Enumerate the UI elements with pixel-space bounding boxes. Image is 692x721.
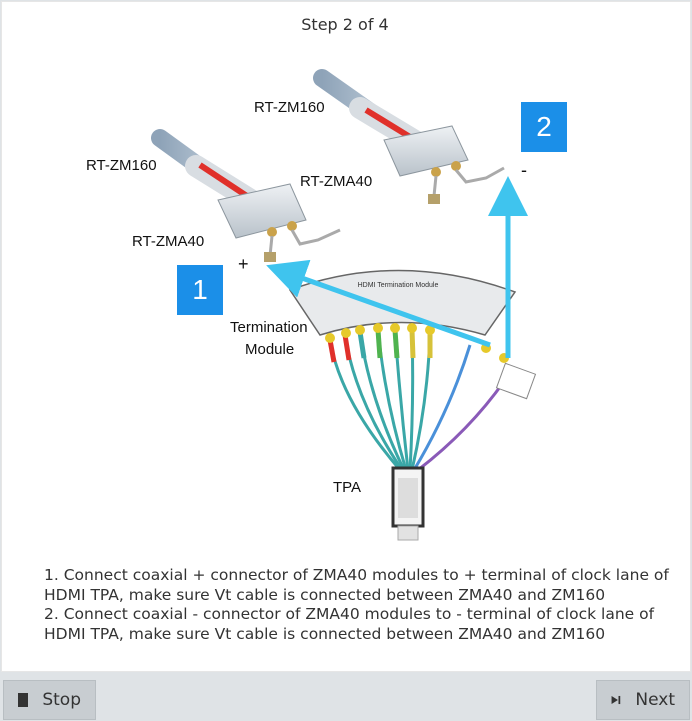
step-marker-2: 2 [521, 102, 567, 152]
tpa-device [391, 466, 425, 541]
probe-2-label: RT-ZM160 [254, 99, 325, 116]
probe-2 [313, 69, 505, 204]
instructions: 1. Connect coaxial + connector of ZMA40 … [44, 566, 684, 644]
tpa-label: TPA [333, 479, 362, 496]
termination-module-text: HDMI Termination Module [358, 282, 439, 289]
skip-next-icon [611, 695, 621, 705]
probe-1 [151, 129, 341, 262]
next-button-label: Next [635, 690, 675, 710]
next-button[interactable]: Next [596, 680, 690, 720]
plus-sign: + [238, 254, 249, 274]
termination-module: HDMI Termination Module [288, 269, 537, 472]
stop-square-icon [18, 693, 29, 707]
termination-label-line1: Termination [230, 319, 308, 336]
connection-diagram: HDMI Termination Module [151, 69, 537, 541]
arrow-plus [266, 259, 491, 348]
step-indicator: Step 2 of 4 [301, 15, 389, 34]
connection-arrows [266, 176, 528, 358]
minus-sign: - [521, 160, 527, 180]
module-1-label: RT-ZMA40 [132, 233, 205, 250]
stop-button-label: Stop [42, 690, 81, 710]
instruction-1: 1. Connect coaxial + connector of ZMA40 … [44, 566, 669, 604]
probe-1-label: RT-ZM160 [86, 157, 157, 174]
step-marker-1: 1 [177, 265, 223, 315]
instruction-2: 2. Connect coaxial - connector of ZMA40 … [44, 605, 655, 643]
termination-label-line2: Module [245, 341, 295, 358]
footer-bar [0, 672, 692, 721]
stop-button[interactable]: Stop [3, 680, 96, 720]
module-2-label: RT-ZMA40 [300, 173, 373, 190]
